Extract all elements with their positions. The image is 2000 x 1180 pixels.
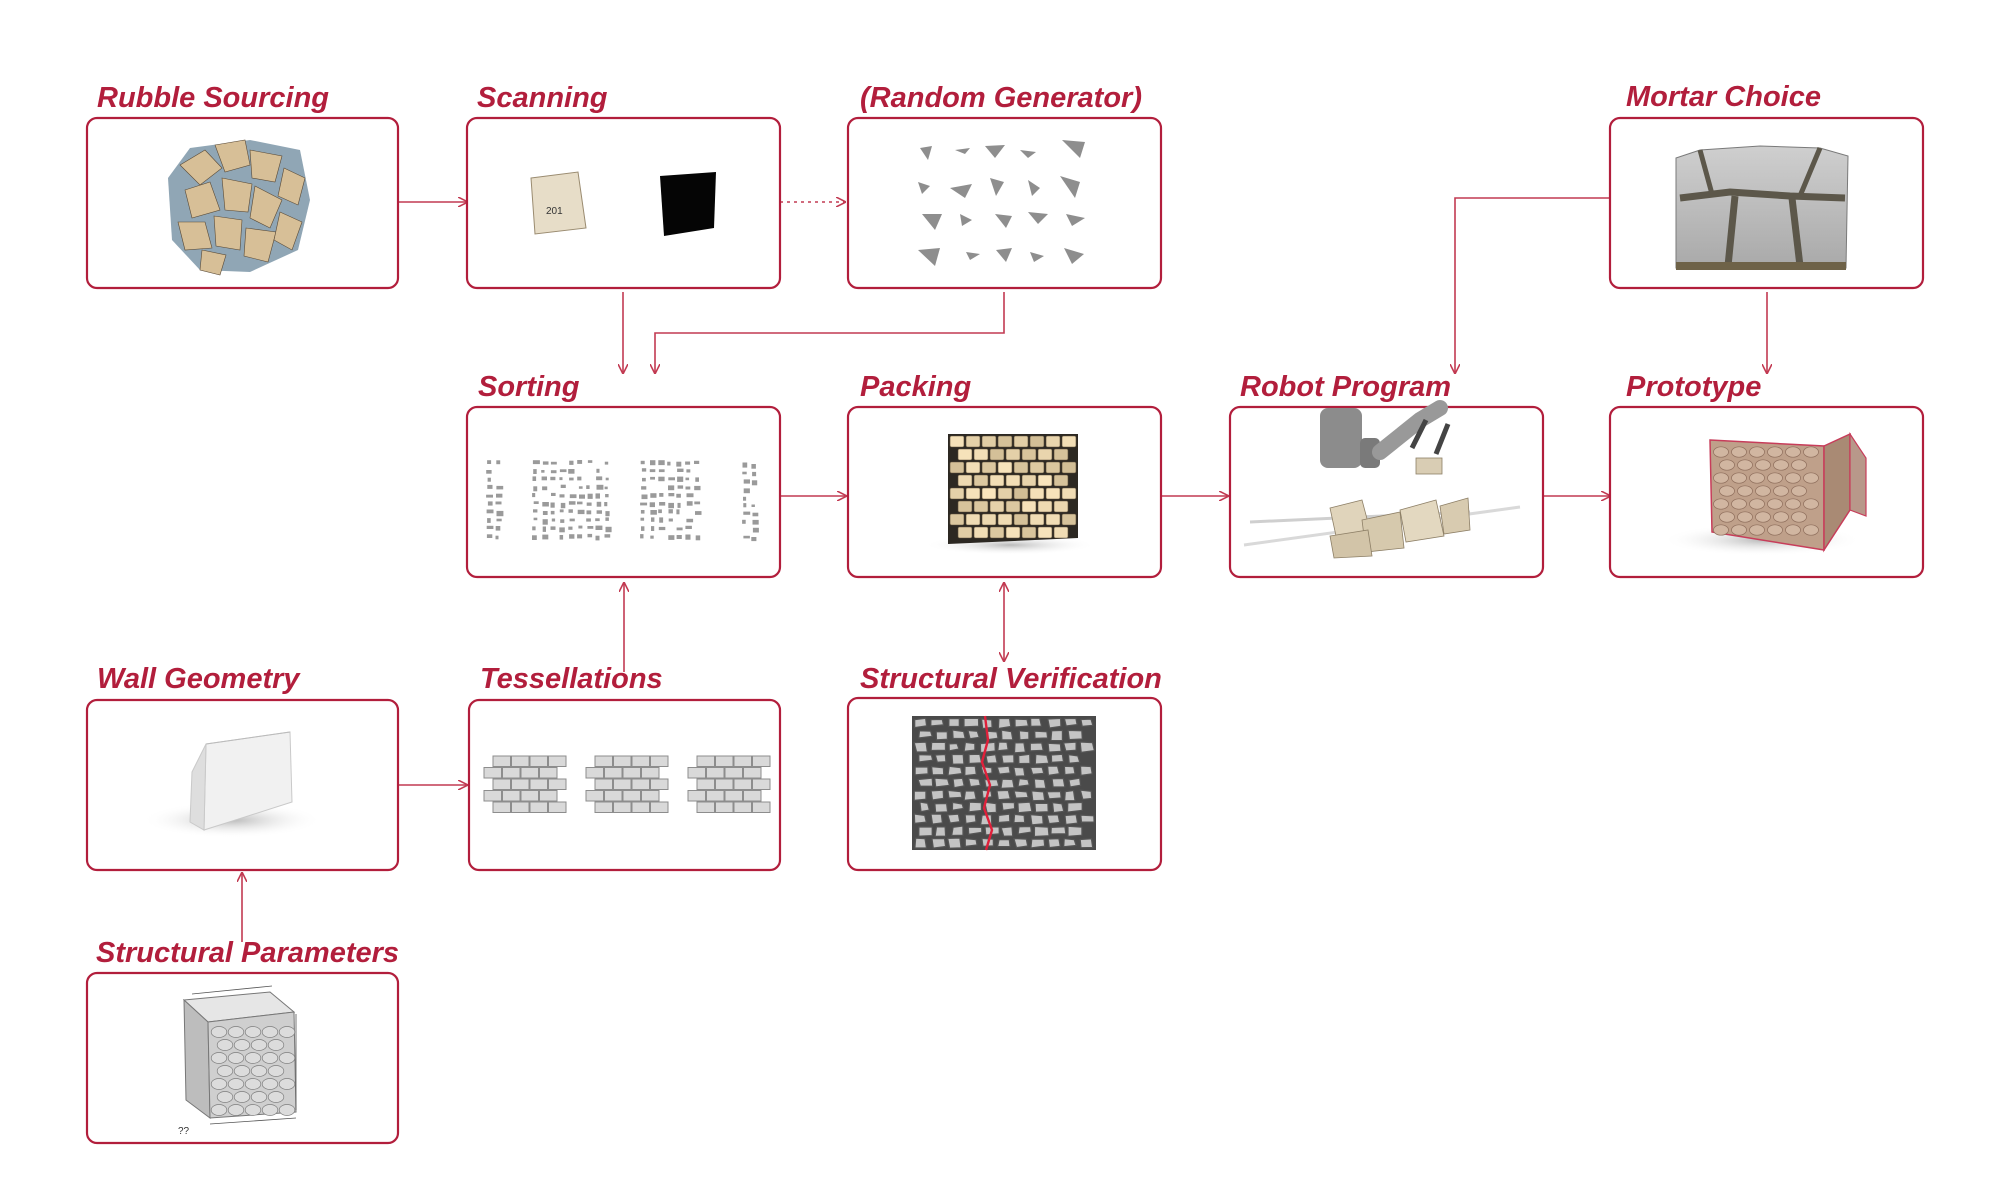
parameters-wall-image: ??	[178, 985, 297, 1137]
node-label: Structural Parameters	[96, 937, 399, 969]
node-box	[1228, 405, 1545, 579]
robot-arm-image	[1243, 400, 1521, 559]
node-label: (Random Generator)	[860, 82, 1142, 114]
node-label: Wall Geometry	[97, 663, 301, 695]
wall-geometry-image	[189, 731, 293, 831]
random-shards-image	[918, 140, 1085, 266]
prototype-wall-image	[1709, 432, 1867, 553]
node-sorting: Sorting	[465, 371, 782, 579]
scanned-stone-image: 201	[530, 171, 587, 235]
node-box	[465, 116, 782, 290]
edge-random-sorting	[655, 292, 1005, 373]
packed-wall-image	[948, 434, 1078, 544]
node-structural-verification: Structural Verification	[846, 663, 1163, 872]
node-mortar-choice: Mortar Choice	[1608, 81, 1925, 290]
node-robot-program: Robot Program	[1228, 371, 1545, 579]
node-label: Rubble Sourcing	[97, 82, 329, 114]
tessellation-patterns-image	[483, 755, 771, 813]
node-label: Tessellations	[480, 663, 663, 695]
node-random-generator: (Random Generator)	[846, 82, 1163, 290]
node-label: Mortar Choice	[1626, 81, 1821, 113]
node-wall-geometry: Wall Geometry	[85, 663, 400, 872]
node-label: Scanning	[477, 82, 608, 114]
connectors	[242, 198, 1767, 942]
node-tessellations: Tessellations	[467, 663, 782, 872]
node-rubble-sourcing: Rubble Sourcing	[85, 82, 400, 290]
edge-mortar-robot	[1455, 197, 1610, 373]
node-structural-parameters: Structural Parameters ??	[85, 937, 400, 1145]
verification-wall-image	[912, 715, 1096, 851]
sorted-stones-image	[486, 460, 759, 542]
node-packing: Packing	[846, 371, 1163, 579]
node-label: Robot Program	[1240, 371, 1451, 403]
node-label: Structural Verification	[860, 663, 1162, 695]
node-prototype: Prototype	[1608, 371, 1925, 579]
node-label: Prototype	[1626, 371, 1761, 403]
node-label: Packing	[860, 371, 971, 403]
node-box	[846, 116, 1163, 290]
scan-mesh-image	[660, 172, 716, 236]
node-box	[465, 405, 782, 579]
stone-tag: 201	[546, 206, 563, 217]
node-label: Sorting	[478, 371, 580, 403]
dimension-mark: ??	[178, 1126, 190, 1137]
mortar-sample-image	[1675, 145, 1849, 270]
node-scanning: Scanning 201	[465, 82, 782, 290]
rubble-pile-image	[168, 139, 310, 276]
